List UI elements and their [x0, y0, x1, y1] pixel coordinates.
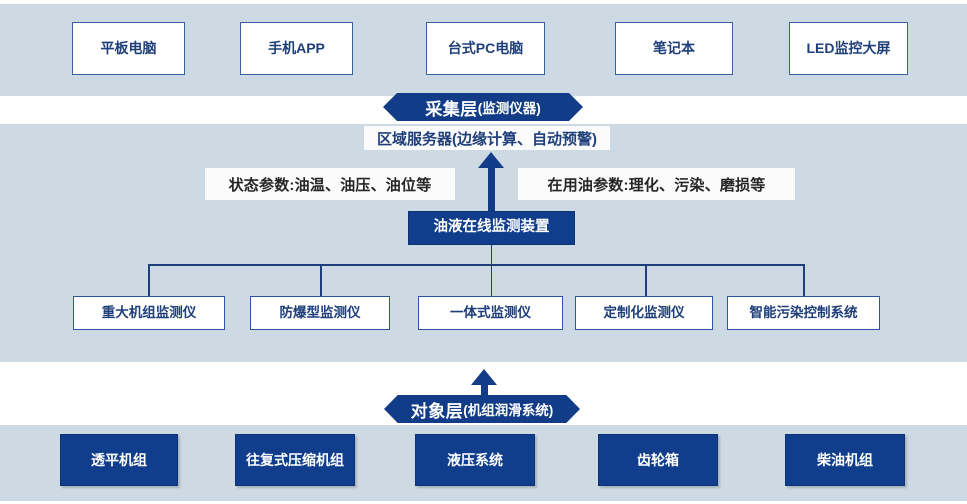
oil-parameters-label: 在用油参数:理化、污染、磨损等: [547, 176, 766, 194]
object-node-gearbox[interactable]: 齿轮箱: [598, 434, 718, 486]
instrument-node-customized-monitor-label: 定制化监测仪: [603, 304, 685, 320]
instrument-node-explosion-proof-monitor[interactable]: 防爆型监测仪: [250, 296, 390, 330]
state-parameters-label: 状态参数:油温、油压、油位等: [228, 176, 432, 194]
instrument-node-smart-contamination-control-label: 智能污染控制系统: [749, 304, 858, 320]
object-layer-banner-subtitle: (机组润滑系统): [463, 403, 554, 418]
object-to-collection-arrow-shaft: [480, 383, 488, 399]
device-to-server-arrow-shaft: [487, 168, 495, 212]
instrument-node-major-unit-monitor-label: 重大机组监测仪: [101, 304, 197, 320]
object-node-turbine-unit-label: 透平机组: [91, 451, 147, 468]
object-node-hydraulic-system[interactable]: 液压系统: [415, 434, 535, 486]
instrument-tree-stem: [490, 245, 493, 265]
instrument-node-explosion-proof-monitor-label: 防爆型监测仪: [279, 304, 361, 320]
object-node-diesel-unit-label: 柴油机组: [817, 451, 873, 468]
instrument-node-customized-monitor[interactable]: 定制化监测仪: [575, 296, 713, 330]
presentation-node-laptop-label: 笔记本: [653, 40, 695, 57]
instrument-node-smart-contamination-control[interactable]: 智能污染控制系统: [727, 296, 880, 330]
object-node-diesel-unit[interactable]: 柴油机组: [785, 434, 905, 486]
oil-monitoring-device-box[interactable]: 油液在线监测装置: [408, 211, 575, 245]
instrument-tree-drop-3: [490, 264, 493, 296]
collection-layer-banner-subtitle: (监测仪器): [477, 101, 541, 116]
instrument-tree-drop-2: [320, 264, 322, 296]
object-node-gearbox-label: 齿轮箱: [637, 451, 679, 468]
instrument-tree-drop-1: [148, 264, 150, 296]
collection-layer-banner: 采集层 (监测仪器): [383, 93, 583, 121]
presentation-node-tablet-label: 平板电脑: [100, 40, 157, 57]
device-to-server-arrow-head: [478, 152, 504, 168]
object-node-reciprocating-compressor-label: 往复式压缩机组: [246, 451, 344, 468]
object-to-collection-arrow-head: [471, 369, 497, 385]
presentation-node-tablet[interactable]: 平板电脑: [72, 22, 185, 75]
presentation-node-laptop[interactable]: 笔记本: [615, 22, 733, 75]
presentation-node-desktop-pc[interactable]: 台式PC电脑: [426, 22, 545, 75]
instrument-node-major-unit-monitor[interactable]: 重大机组监测仪: [73, 296, 225, 330]
instrument-tree-drop-4: [645, 264, 647, 296]
object-layer-banner-title: 对象层: [410, 401, 464, 421]
instrument-tree-bus: [148, 264, 804, 266]
object-layer-banner: 对象层 (机组润滑系统): [384, 395, 580, 423]
presentation-node-desktop-pc-label: 台式PC电脑: [447, 40, 524, 57]
oil-monitoring-device-label: 油液在线监测装置: [433, 219, 550, 236]
presentation-node-mobile-app-label: 手机APP: [268, 40, 325, 57]
object-node-turbine-unit[interactable]: 透平机组: [60, 434, 178, 486]
object-node-reciprocating-compressor[interactable]: 往复式压缩机组: [235, 434, 355, 486]
instrument-node-integrated-monitor-label: 一体式监测仪: [450, 304, 531, 320]
presentation-node-mobile-app[interactable]: 手机APP: [240, 22, 353, 75]
region-server-label-box: 区域服务器(边缘计算、自动预警): [364, 126, 610, 150]
region-server-label: 区域服务器(边缘计算、自动预警): [377, 130, 597, 148]
object-node-hydraulic-system-label: 液压系统: [447, 451, 503, 468]
oil-parameters-label-box: 在用油参数:理化、污染、磨损等: [518, 168, 795, 200]
collection-layer-banner-title: 采集层: [425, 99, 478, 119]
instrument-tree-drop-5: [803, 264, 805, 296]
state-parameters-label-box: 状态参数:油温、油压、油位等: [205, 168, 455, 200]
presentation-node-led-screen[interactable]: LED监控大屏: [789, 22, 908, 75]
instrument-node-integrated-monitor[interactable]: 一体式监测仪: [418, 296, 563, 330]
presentation-node-led-screen-label: LED监控大屏: [806, 40, 891, 57]
